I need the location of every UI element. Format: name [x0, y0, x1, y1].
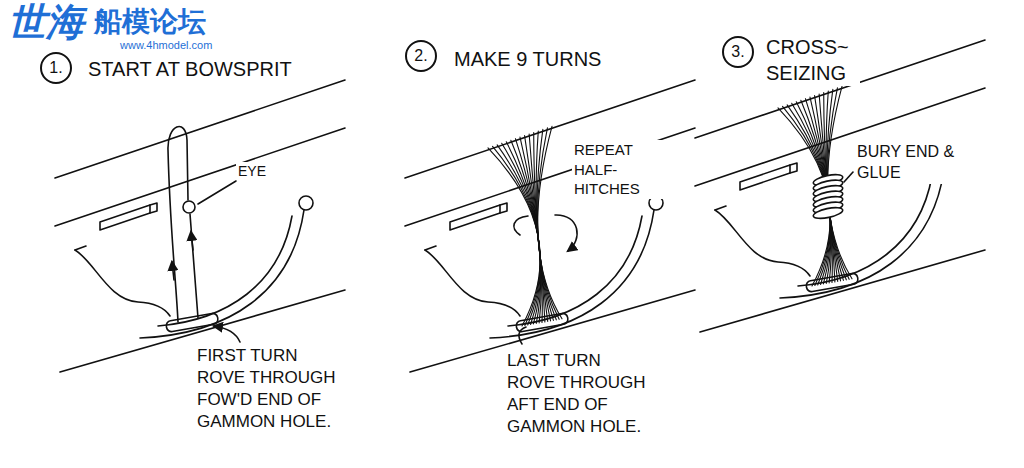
- lashing: [778, 86, 852, 286]
- step-number: 2.: [414, 47, 427, 65]
- rope: [190, 214, 198, 318]
- panel-one: [55, 80, 345, 372]
- step-number-circle: 1.: [40, 52, 72, 84]
- lashing: [488, 126, 562, 326]
- step-heading: MAKE 9 TURNS: [452, 46, 603, 72]
- callout-note: REPEAT HALF-HITCHES: [572, 140, 671, 199]
- step-number-circle: 3.: [722, 36, 754, 68]
- callout-note: FIRST TURN ROVE THROUGH FOW'D END OF GAM…: [195, 345, 341, 433]
- seizing-turn: [812, 205, 843, 220]
- bow-drawing: [405, 80, 695, 372]
- step-number: 3.: [731, 43, 744, 61]
- direction-arrow: [172, 262, 174, 280]
- leader-arrow: [214, 326, 240, 342]
- callout-label: EYE: [236, 162, 268, 180]
- bow-drawing: [55, 80, 345, 372]
- half-hitch-loop: [514, 216, 528, 235]
- step-number-circle: 2.: [405, 40, 437, 72]
- cross-seizing: [812, 172, 843, 220]
- step-heading: START AT BOWSPRIT: [86, 56, 294, 82]
- callout-note: LAST TURN ROVE THROUGH AFT END OF GAMMON…: [505, 350, 651, 438]
- lashing-turn: [506, 142, 540, 324]
- watermark-url: www.4hmodel.com: [118, 38, 214, 52]
- watermark-logo: 世海: [6, 0, 86, 47]
- half-hitch-arrow: [555, 215, 577, 251]
- lashing-turn: [537, 129, 556, 319]
- rope-eye: [183, 201, 195, 213]
- direction-arrow: [191, 232, 193, 250]
- lashing-turn: [538, 126, 562, 318]
- panel-two: [405, 80, 695, 372]
- lashing-turn: [493, 146, 541, 325]
- callout-note: BURY END & GLUE: [855, 142, 959, 184]
- leader-line: [519, 327, 526, 344]
- step-heading: CROSS~ SEIZING: [764, 34, 860, 86]
- leader-line: [844, 172, 853, 182]
- step-number: 1.: [49, 59, 62, 77]
- leader-line: [198, 181, 236, 204]
- watermark: 船模论坛: [92, 4, 208, 40]
- rope: [168, 127, 188, 322]
